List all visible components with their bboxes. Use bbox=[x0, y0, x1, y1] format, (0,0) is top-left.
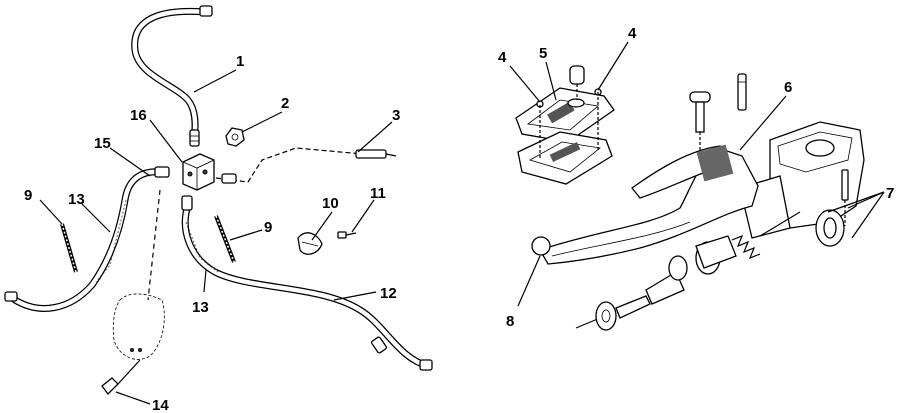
leader-lines bbox=[39, 41, 885, 405]
filler-plug bbox=[569, 65, 585, 100]
cable-tie-right bbox=[214, 215, 236, 263]
piston-assembly bbox=[575, 211, 801, 331]
master-cylinder-body bbox=[739, 121, 865, 247]
callout-15: 15 bbox=[94, 135, 111, 152]
callout-5: 5 bbox=[539, 45, 547, 62]
rigid-brake-line bbox=[215, 147, 397, 184]
brake-hose-left bbox=[4, 166, 170, 312]
cable-tie-left bbox=[60, 223, 78, 273]
brake-lever bbox=[531, 144, 759, 265]
cover-gasket bbox=[517, 131, 613, 185]
banjo-bolt bbox=[225, 127, 245, 147]
callout-4-right: 4 bbox=[628, 25, 637, 42]
brake-hose-lower bbox=[181, 195, 433, 371]
brake-hose-upper bbox=[131, 5, 213, 147]
retaining-clip bbox=[297, 232, 323, 255]
callout-13-right: 13 bbox=[192, 299, 209, 316]
clamp-screws bbox=[841, 169, 849, 226]
pivot-bolt bbox=[689, 91, 711, 150]
junction-block bbox=[182, 153, 215, 191]
callout-16: 16 bbox=[130, 107, 147, 124]
callout-2: 2 bbox=[281, 95, 289, 112]
callout-9-right: 9 bbox=[264, 219, 272, 236]
callout-8: 8 bbox=[506, 313, 514, 330]
callout-labels: 1 2 3 4 4 5 6 7 8 9 9 10 11 12 13 13 14 … bbox=[24, 25, 894, 413]
callout-7: 7 bbox=[886, 185, 894, 202]
callout-9-left: 9 bbox=[24, 187, 32, 204]
callout-11: 11 bbox=[370, 185, 386, 202]
pivot-pin bbox=[737, 73, 747, 111]
callout-12: 12 bbox=[380, 285, 397, 302]
callout-10: 10 bbox=[322, 195, 339, 212]
frame-bracket bbox=[101, 189, 165, 395]
callout-3: 3 bbox=[392, 107, 400, 124]
callout-14: 14 bbox=[152, 397, 169, 413]
callout-4-left: 4 bbox=[498, 49, 507, 66]
callout-13-left: 13 bbox=[68, 191, 85, 208]
callout-6: 6 bbox=[784, 79, 792, 96]
callout-1: 1 bbox=[236, 53, 244, 70]
mounting-screw bbox=[337, 231, 357, 239]
